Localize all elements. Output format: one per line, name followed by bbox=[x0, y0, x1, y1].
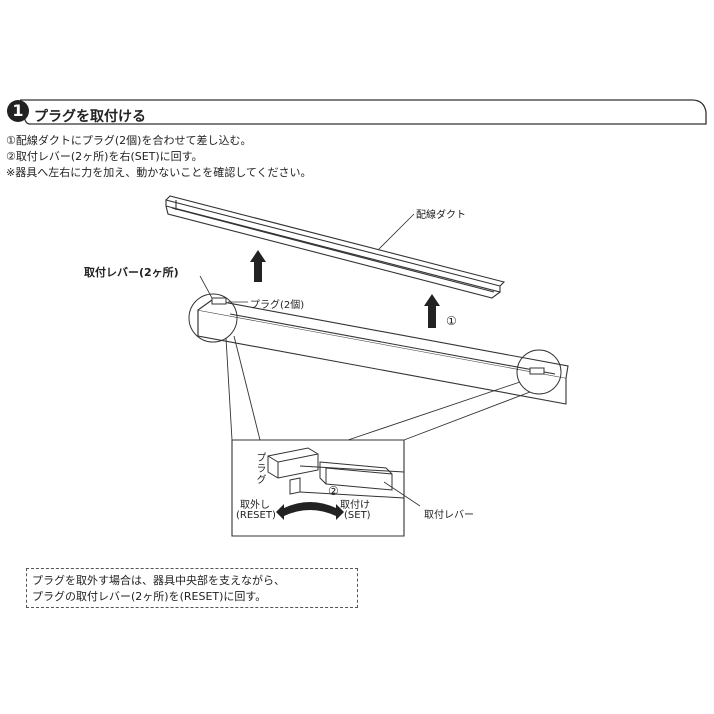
detail-plug-drawing bbox=[267, 447, 405, 499]
note-line-1: プラグを取外す場合は、器具中央部を支えながら、 bbox=[32, 574, 285, 587]
lever-label: 取付レバー bbox=[424, 510, 474, 521]
up-arrow-right bbox=[424, 294, 440, 328]
attach-label: 取付け bbox=[340, 500, 370, 511]
detail-circle-left bbox=[188, 293, 238, 343]
duct-leader-line bbox=[377, 213, 415, 251]
instruction-caution: ※器具へ左右に力を加え、動かないことを確認してください。 bbox=[6, 166, 312, 179]
detail-lever-leader bbox=[383, 481, 421, 507]
instruction-step-1: ①配線ダクトにプラグ(2個)を合わせて差し込む。 bbox=[6, 134, 252, 147]
set-label: (SET) bbox=[344, 510, 371, 521]
plug-vertical-label: プラグ bbox=[254, 452, 265, 485]
section-title: プラグを取付ける bbox=[34, 109, 146, 125]
duct-label: 配線ダクト bbox=[416, 210, 466, 221]
instruction-step-2: ②取付レバー(2ヶ所)を右(SET)に回す。 bbox=[6, 150, 203, 163]
wiring-duct bbox=[165, 195, 506, 299]
step-number-badge: 1 bbox=[12, 101, 24, 120]
reset-label: (RESET) bbox=[236, 510, 276, 521]
arrow-marker-1: ① bbox=[446, 314, 457, 328]
note-box bbox=[26, 568, 358, 608]
step-marker-2: ② bbox=[328, 484, 339, 498]
plug-count-label: プラグ(2個) bbox=[250, 300, 305, 311]
section-header-banner bbox=[7, 99, 707, 125]
detail-circle-right bbox=[516, 349, 562, 395]
plug-left bbox=[211, 297, 227, 305]
rotate-double-arrow bbox=[276, 502, 344, 520]
detail-callout-lines bbox=[225, 335, 531, 441]
up-arrow-left bbox=[250, 250, 266, 282]
note-line-2: プラグの取付レバー(2ヶ所)を(RESET)に回す。 bbox=[32, 590, 267, 603]
lever-label-bold: 取付レバー(2ヶ所) bbox=[84, 266, 179, 279]
plug-right bbox=[529, 367, 545, 375]
remove-label: 取外し bbox=[240, 500, 270, 511]
light-fixture bbox=[197, 299, 569, 405]
